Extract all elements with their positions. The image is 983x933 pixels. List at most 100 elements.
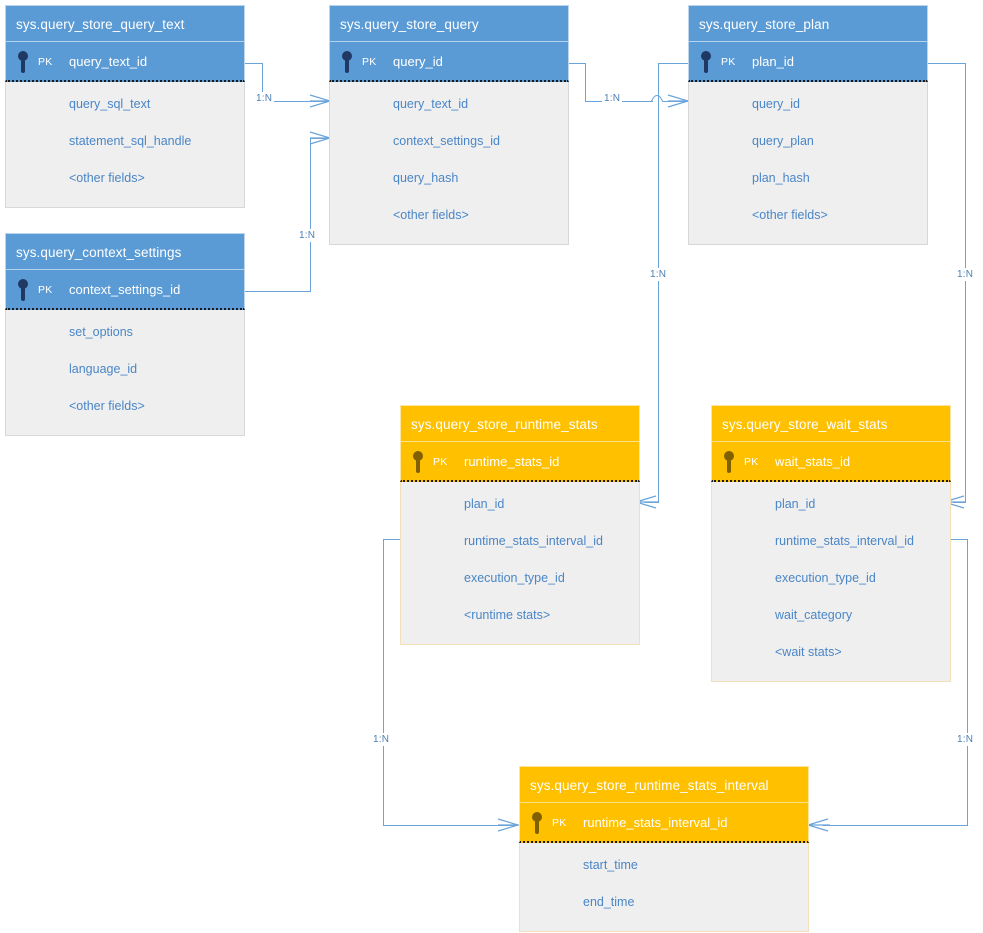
entity-field: set_options — [69, 325, 133, 339]
entity-title: sys.query_context_settings — [5, 233, 245, 270]
entity-field: execution_type_id — [775, 571, 876, 585]
entity-title: sys.query_store_runtime_stats_interval — [519, 766, 809, 803]
entity-primary-key-row: PK context_settings_id — [5, 269, 245, 310]
connector-r3-seg1 — [568, 63, 586, 64]
entity-primary-key-row: PK runtime_stats_id — [400, 441, 640, 482]
entity-query-store-runtime-stats-interval[interactable]: sys.query_store_runtime_stats_interval P… — [519, 766, 809, 932]
pk-label: PK — [38, 56, 53, 68]
entity-field: <other fields> — [393, 208, 469, 222]
entity-query-store-wait-stats[interactable]: sys.query_store_wait_stats PK wait_stats… — [711, 405, 951, 682]
connector-r5-seg1 — [926, 63, 966, 64]
pk-label: PK — [552, 817, 567, 829]
entity-query-store-plan[interactable]: sys.query_store_plan PK plan_id query_id… — [688, 5, 928, 245]
entity-field: statement_sql_handle — [69, 134, 192, 148]
entity-field: runtime_stats_interval_id — [775, 534, 914, 548]
entity-field-list: query_sql_text statement_sql_handle <oth… — [5, 82, 245, 208]
connector-r1-arrow — [308, 94, 333, 108]
entity-field: end_time — [583, 895, 635, 909]
key-icon — [18, 279, 28, 301]
pk-field-name: runtime_stats_interval_id — [583, 815, 728, 830]
entity-title: sys.query_store_wait_stats — [711, 405, 951, 442]
connector-r2-seg2 — [310, 138, 311, 292]
entity-field-list: query_text_id context_settings_id query_… — [329, 82, 569, 245]
entity-field-list: plan_id runtime_stats_interval_id execut… — [711, 482, 951, 682]
connector-r3-arrow — [666, 94, 691, 108]
entity-field: plan_hash — [752, 171, 810, 185]
entity-field: plan_id — [464, 497, 505, 511]
connector-r1-seg1 — [245, 63, 263, 64]
cardinality-r7: 1:N — [955, 733, 976, 746]
entity-primary-key-row: PK wait_stats_id — [711, 441, 951, 482]
entity-field-list: set_options language_id <other fields> — [5, 310, 245, 436]
entity-field: wait_category — [775, 608, 853, 622]
connector-r7-arrow — [805, 818, 830, 832]
entity-field: query_plan — [752, 134, 814, 148]
pk-field-name: query_text_id — [69, 54, 148, 69]
entity-query-store-query-text[interactable]: sys.query_store_query_text PK query_text… — [5, 5, 245, 208]
cardinality-r1: 1:N — [254, 92, 275, 105]
entity-title: sys.query_store_plan — [688, 5, 928, 42]
connector-r2-seg1 — [245, 291, 311, 292]
entity-field: context_settings_id — [393, 134, 501, 148]
cardinality-r4: 1:N — [648, 268, 669, 281]
entity-field: plan_id — [775, 497, 816, 511]
entity-title: sys.query_store_query — [329, 5, 569, 42]
entity-field: execution_type_id — [464, 571, 565, 585]
connector-r4-seg1 — [658, 63, 691, 64]
entity-field: query_text_id — [393, 97, 469, 111]
entity-field: <wait stats> — [775, 645, 842, 659]
entity-field: <runtime stats> — [464, 608, 551, 622]
entity-field: language_id — [69, 362, 138, 376]
pk-label: PK — [38, 284, 53, 296]
entity-query-context-settings[interactable]: sys.query_context_settings PK context_se… — [5, 233, 245, 436]
key-icon — [413, 451, 423, 473]
connector-r1-seg3 — [262, 101, 330, 102]
entity-field: <other fields> — [69, 171, 145, 185]
entity-field: <other fields> — [69, 399, 145, 413]
pk-field-name: runtime_stats_id — [464, 454, 560, 469]
connector-r6-seg1 — [383, 539, 401, 540]
pk-label: PK — [721, 56, 736, 68]
entity-primary-key-row: PK query_id — [329, 41, 569, 82]
cardinality-r3: 1:N — [602, 92, 623, 105]
connector-r7-seg3 — [823, 825, 968, 826]
entity-title: sys.query_store_query_text — [5, 5, 245, 42]
entity-primary-key-row: PK runtime_stats_interval_id — [519, 802, 809, 843]
connector-r1-seg2 — [262, 63, 263, 101]
pk-field-name: query_id — [393, 54, 443, 69]
connector-r4-seg2 — [658, 63, 659, 502]
cardinality-r2: 1:N — [297, 229, 318, 242]
entity-field-list: start_time end_time — [519, 843, 809, 932]
pk-field-name: wait_stats_id — [775, 454, 851, 469]
entity-field: <other fields> — [752, 208, 828, 222]
entity-field-list: query_id query_plan plan_hash <other fie… — [688, 82, 928, 245]
key-icon — [18, 51, 28, 73]
entity-field: start_time — [583, 858, 638, 872]
entity-query-store-runtime-stats[interactable]: sys.query_store_runtime_stats PK runtime… — [400, 405, 640, 645]
entity-primary-key-row: PK plan_id — [688, 41, 928, 82]
entity-field: query_hash — [393, 171, 459, 185]
pk-label: PK — [362, 56, 377, 68]
key-icon — [724, 451, 734, 473]
key-icon — [701, 51, 711, 73]
entity-field: query_id — [752, 97, 800, 111]
entity-title: sys.query_store_runtime_stats — [400, 405, 640, 442]
entity-primary-key-row: PK query_text_id — [5, 41, 245, 82]
connector-r3-seg2 — [585, 63, 586, 101]
connector-r5-seg2 — [965, 63, 966, 502]
connector-r6-seg3 — [383, 825, 516, 826]
connector-r6-arrow — [496, 818, 521, 832]
connector-r7-seg2 — [967, 539, 968, 825]
connector-r7-seg1 — [951, 539, 968, 540]
connector-r2-arrow — [308, 131, 333, 145]
entity-field: runtime_stats_interval_id — [464, 534, 603, 548]
pk-label: PK — [433, 456, 448, 468]
key-icon — [342, 51, 352, 73]
entity-query-store-query[interactable]: sys.query_store_query PK query_id query_… — [329, 5, 569, 245]
connector-r6-seg2 — [383, 539, 384, 825]
entity-field-list: plan_id runtime_stats_interval_id execut… — [400, 482, 640, 645]
entity-field: query_sql_text — [69, 97, 151, 111]
pk-field-name: plan_id — [752, 54, 794, 69]
cardinality-r6: 1:N — [371, 733, 392, 746]
